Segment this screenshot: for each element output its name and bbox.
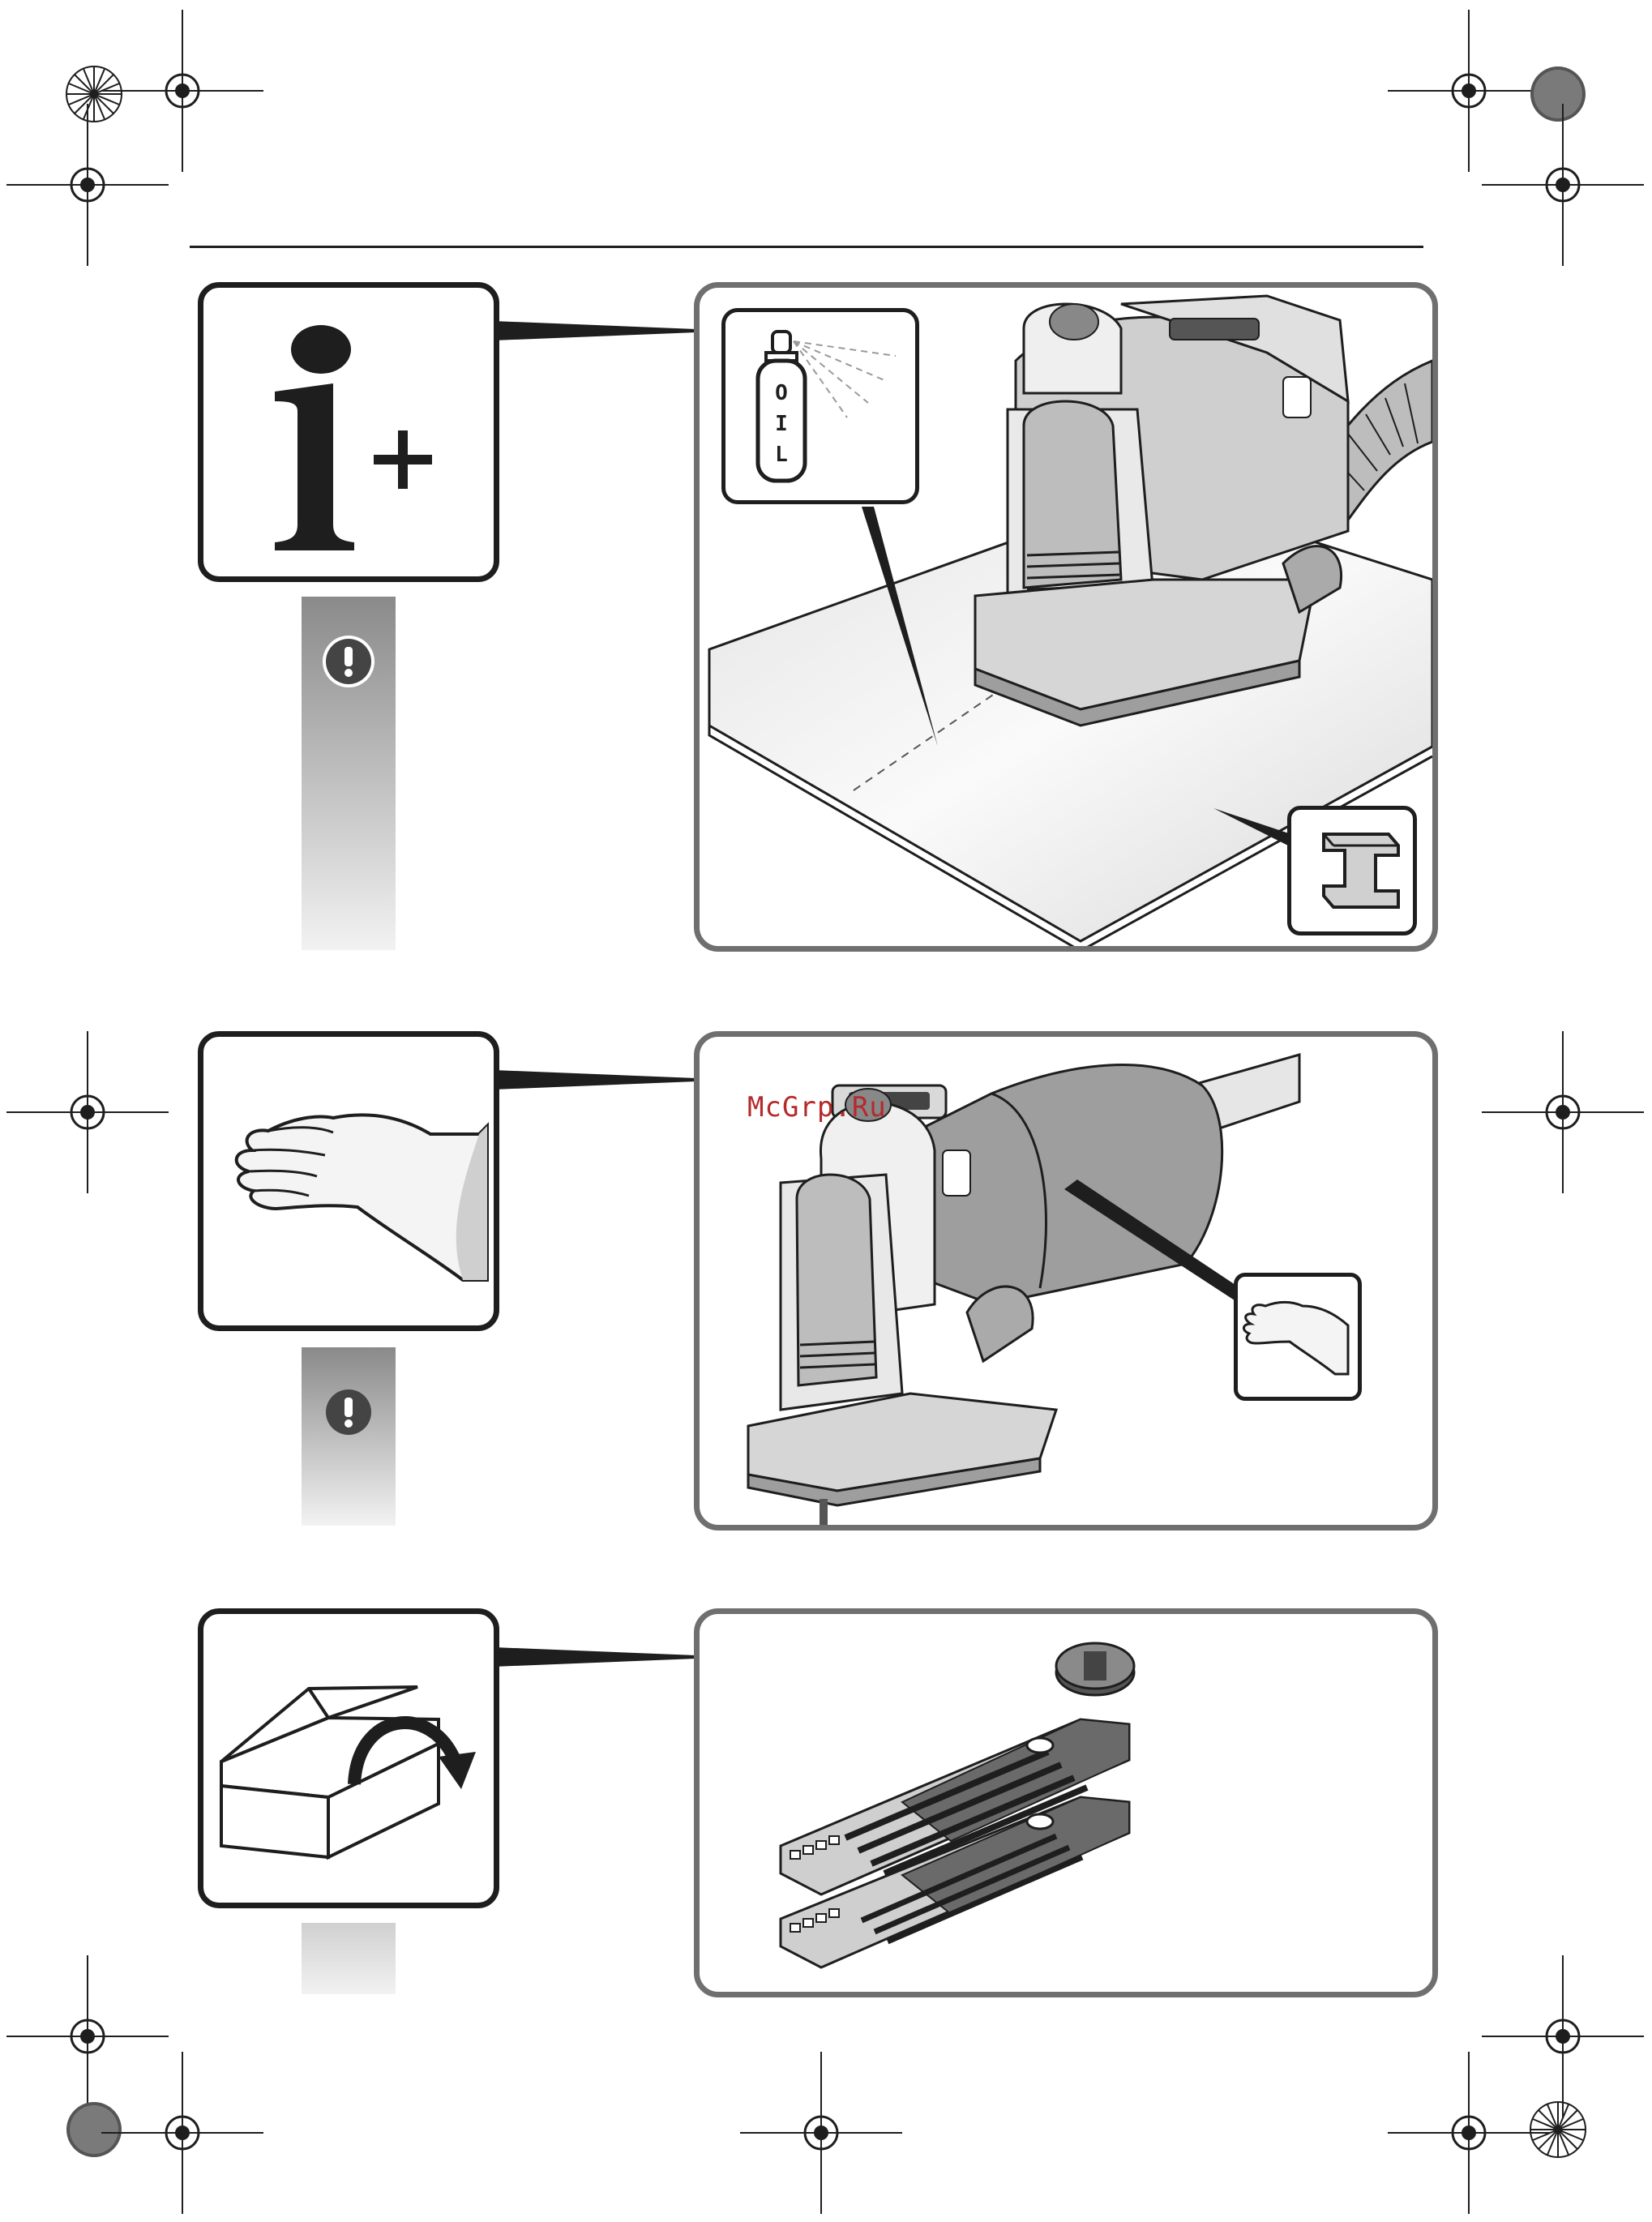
warning-bar bbox=[302, 597, 396, 950]
info-plus-icon bbox=[203, 288, 494, 576]
watermark: McGrp.Ru bbox=[747, 1091, 887, 1124]
steel-material-box bbox=[1287, 806, 1417, 935]
oil-letter-o: O bbox=[775, 381, 788, 405]
small-hand-box bbox=[1234, 1273, 1362, 1401]
unpack-box bbox=[198, 1608, 499, 1908]
callout-pointer bbox=[494, 315, 696, 347]
oil-can-icon: O I L bbox=[725, 312, 915, 500]
info-bar bbox=[302, 1923, 396, 1994]
oil-box: O I L bbox=[721, 308, 919, 504]
warning-bar bbox=[302, 1347, 396, 1526]
info-plus-box bbox=[198, 282, 499, 582]
exclamation-icon bbox=[302, 597, 396, 694]
accessories-panel bbox=[694, 1608, 1438, 1997]
callout-pointer bbox=[494, 1064, 696, 1096]
accessories-illustration bbox=[700, 1614, 1432, 1992]
oil-letter-i: I bbox=[775, 412, 788, 436]
exclamation-icon bbox=[302, 1347, 396, 1445]
steel-beam-icon bbox=[1291, 810, 1413, 931]
hand-icon bbox=[1238, 1277, 1358, 1397]
hand-box bbox=[198, 1031, 499, 1331]
open-box-icon bbox=[203, 1614, 494, 1903]
callout-pointer bbox=[494, 1641, 696, 1673]
oil-letter-l: L bbox=[775, 443, 788, 467]
hand-icon bbox=[203, 1037, 494, 1325]
